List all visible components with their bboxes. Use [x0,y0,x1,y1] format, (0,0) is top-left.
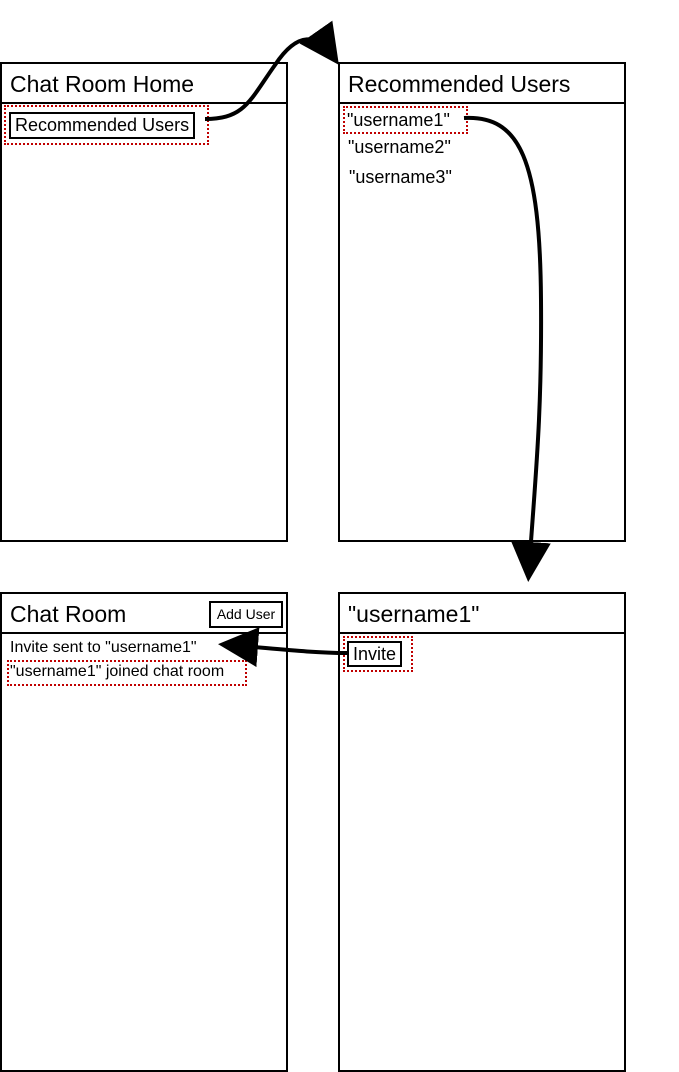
recommended-users-highlight [4,105,209,145]
user-profile-screen: "username1" Invite [338,592,626,1072]
recommended-header-divider [340,102,624,104]
profile-title: "username1" [348,601,480,627]
recommended-users-screen: Recommended Users "username1" "username2… [338,62,626,542]
home-header-divider [2,102,286,104]
recommended-title: Recommended Users [348,71,571,97]
chat-room-screen: Chat Room Add User Invite sent to "usern… [0,592,288,1072]
user-list-item[interactable]: "username3" [349,167,452,187]
chat-room-home-screen: Chat Room Home Recommended Users [0,62,288,542]
chat-room-title: Chat Room [10,601,127,627]
chat-message-invite-sent: Invite sent to "username1" [10,639,197,656]
home-title: Chat Room Home [10,71,195,97]
chat-message-joined: "username1" joined chat room [10,663,225,680]
user-list-item[interactable]: "username2" [348,137,451,157]
user-list-item[interactable]: "username1" [347,110,450,130]
joined-message-highlight [7,660,247,686]
recommended-users-button[interactable]: Recommended Users [9,112,196,139]
add-user-button[interactable]: Add User [209,601,283,628]
chat-room-header-divider [2,632,286,634]
invite-button[interactable]: Invite [347,641,403,667]
profile-header-divider [340,632,624,634]
